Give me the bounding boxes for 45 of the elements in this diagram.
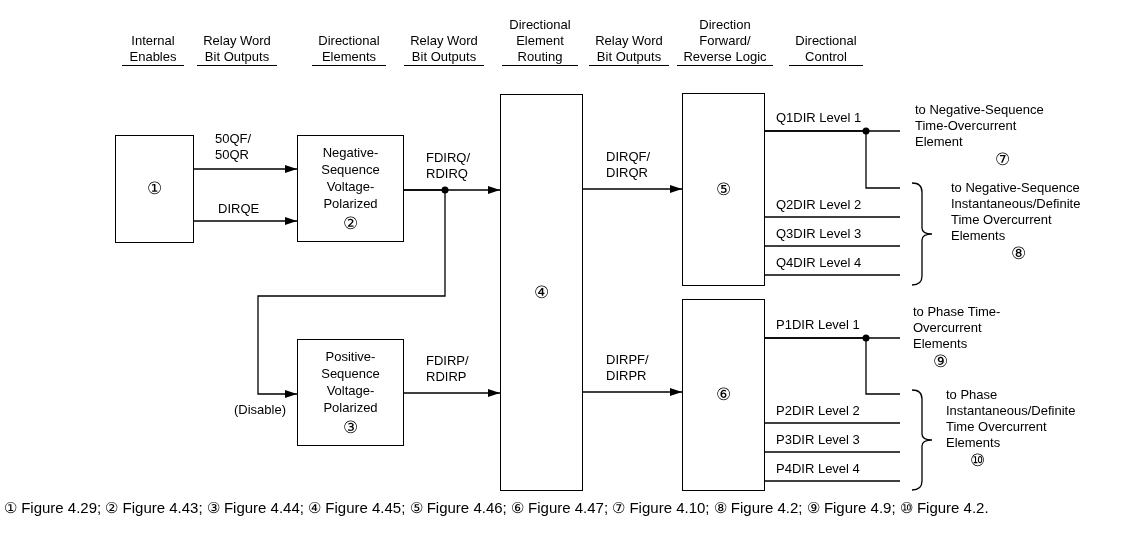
reference-number: ② bbox=[343, 213, 358, 234]
signal-line bbox=[764, 245, 901, 247]
arrow bbox=[257, 189, 446, 398]
column-heading: Direction Forward/ Reverse Logic bbox=[677, 17, 773, 66]
signal-line bbox=[764, 422, 901, 424]
caption: ① Figure 4.29; ② Figure 4.43; ③ Figure 4.44; ④ Figure 4.45; ⑤ Figure 4.46; ⑥ Figure 4.47; ⑦ Figure 4.10; ⑧ Figure 4.2; ⑨ Figure 4.9; ⑩ Figure 4.2. bbox=[4, 498, 990, 518]
process-box bbox=[297, 339, 404, 446]
column-heading: Directional Element Routing bbox=[502, 17, 578, 66]
box-label: Positive-Sequence Voltage-Polarized bbox=[320, 347, 381, 416]
reference-number: ① bbox=[147, 179, 162, 199]
destination-text: to Phase Instantaneous/Definite Time Overcurrent Elements bbox=[946, 387, 1077, 451]
reference-number: ⑤ bbox=[716, 179, 731, 200]
destination-text: to Phase Time-Overcurrent Elements bbox=[913, 304, 1002, 352]
signal-line bbox=[764, 216, 901, 218]
arrow bbox=[582, 388, 683, 396]
column-heading: Internal Enables bbox=[122, 33, 184, 66]
column-heading: Relay Word Bit Outputs bbox=[589, 33, 669, 66]
destination-text: to Negative-Sequence Instantaneous/Definite Time Overcurrent Elements bbox=[951, 180, 1082, 244]
column-heading: Relay Word Bit Outputs bbox=[404, 33, 484, 66]
box-label: Negative-Sequence Voltage-Polarized bbox=[320, 143, 381, 212]
column-heading: Directional Control bbox=[789, 33, 863, 66]
arrow bbox=[193, 217, 298, 225]
reference-number: ⑩ bbox=[970, 451, 985, 471]
arrow bbox=[582, 185, 683, 193]
destination-text: to Negative-Sequence Time-Overcurrent Element bbox=[915, 102, 1045, 150]
column-heading: Directional Elements bbox=[312, 33, 386, 66]
signal-line bbox=[764, 451, 901, 453]
reference-number: ④ bbox=[534, 282, 549, 303]
signal-line bbox=[764, 337, 901, 395]
arrow bbox=[403, 389, 501, 397]
column-heading: Relay Word Bit Outputs bbox=[197, 33, 277, 66]
reference-number: ⑧ bbox=[1011, 244, 1026, 264]
process-box bbox=[682, 93, 765, 286]
process-box bbox=[500, 94, 583, 491]
reference-number: ⑦ bbox=[995, 150, 1010, 170]
process-box bbox=[297, 135, 404, 242]
reference-number: ③ bbox=[343, 417, 358, 438]
process-box bbox=[115, 135, 194, 243]
reference-number: ⑥ bbox=[716, 385, 731, 405]
reference-number: ⑨ bbox=[933, 352, 948, 372]
process-box bbox=[682, 299, 765, 491]
arrow bbox=[193, 165, 298, 173]
signal-line bbox=[764, 274, 901, 276]
signal-line bbox=[764, 480, 901, 482]
signal-line bbox=[764, 130, 901, 189]
